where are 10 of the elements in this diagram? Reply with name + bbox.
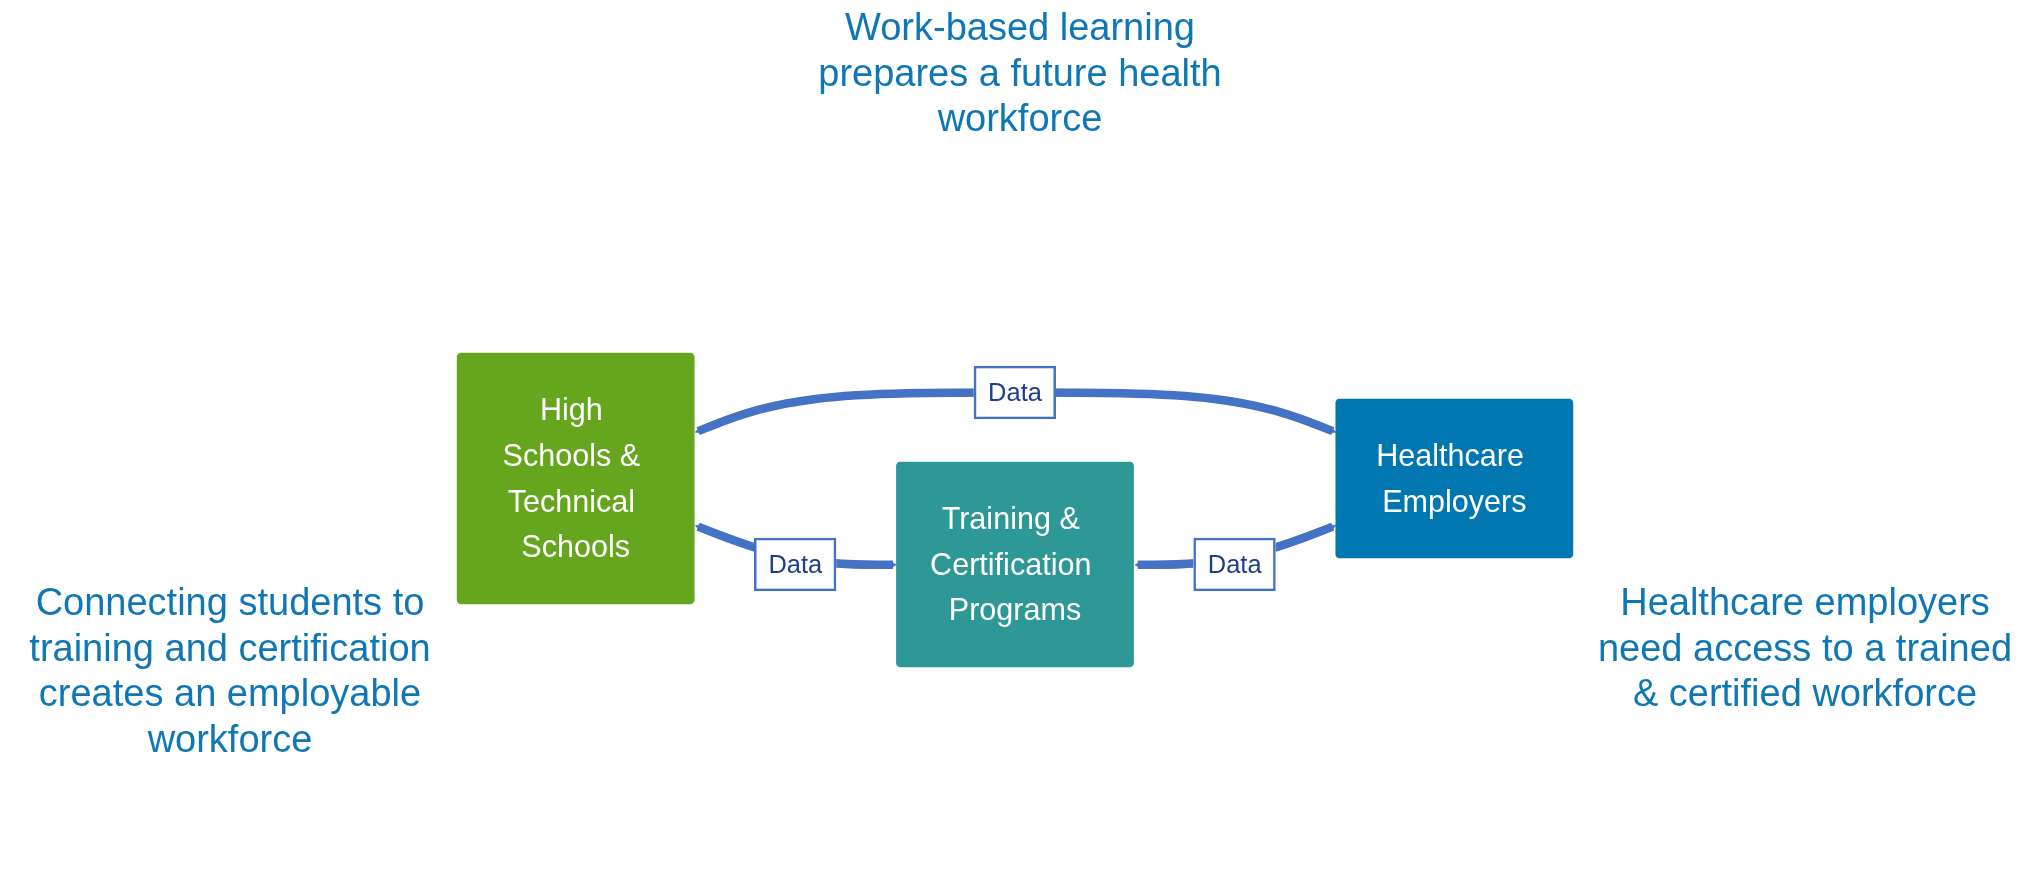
edge-label: Data bbox=[768, 550, 823, 579]
node-box: High Schools & Technical Schools bbox=[456, 352, 695, 605]
node-box: Healthcare Employers bbox=[1335, 398, 1574, 559]
node-box: Training & Certification Programs bbox=[896, 461, 1134, 668]
note-text: Connecting students to training and certification creates an employable workforce bbox=[28, 580, 432, 762]
note-text: Healthcare employers need access to a trained & certified workforce bbox=[1596, 580, 2014, 717]
note-text: Work-based learning prepares a future health workforce bbox=[817, 5, 1223, 142]
edge-label: Data bbox=[1207, 550, 1262, 579]
arrow bbox=[694, 388, 1337, 436]
edge-label: Data bbox=[988, 378, 1042, 407]
